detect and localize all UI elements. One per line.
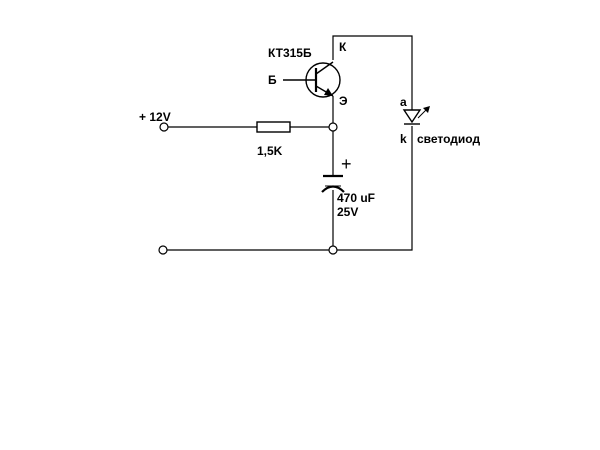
collector-wire: [332, 35, 413, 110]
resistor-value-label: 1,5K: [257, 144, 283, 158]
base-pin-label: Б: [268, 73, 277, 87]
collector-pin-label: К: [339, 40, 347, 54]
transistor-collector-lead: [315, 61, 334, 75]
emitter-pin-label: Э: [339, 94, 348, 108]
led-light-arrow-icon: [423, 106, 430, 113]
supply-terminal: [159, 122, 169, 132]
led-cathode-label: k: [400, 132, 407, 146]
resistor-symbol: [256, 121, 291, 133]
led-symbol: [402, 106, 430, 125]
capacitor-symbol: [321, 174, 345, 193]
capacitor-voltage-label: 25V: [337, 205, 358, 219]
ground-terminal: [158, 245, 168, 255]
emitter-junction-node: [328, 122, 338, 132]
supply-label: + 12V: [139, 110, 171, 124]
led-anode-label: a: [400, 95, 407, 109]
led-name-label: светодиод: [417, 132, 480, 146]
capacitor-polarity-label: +: [341, 154, 352, 174]
capacitor-capacitance-label: 470 uF: [337, 191, 375, 205]
transistor-model-label: КТ315Б: [268, 46, 312, 60]
ground-junction-node: [328, 245, 338, 255]
led-to-ground-wire: [337, 126, 413, 251]
terminals: [158, 122, 338, 255]
transistor-symbol: [283, 61, 341, 98]
led-triangle: [402, 109, 422, 124]
emitter-arrow-icon: [324, 88, 333, 96]
labels: КТ315Б К Б Э + 12V 1,5K + 470 uF 25V a k…: [139, 40, 480, 219]
wires: [167, 35, 413, 251]
